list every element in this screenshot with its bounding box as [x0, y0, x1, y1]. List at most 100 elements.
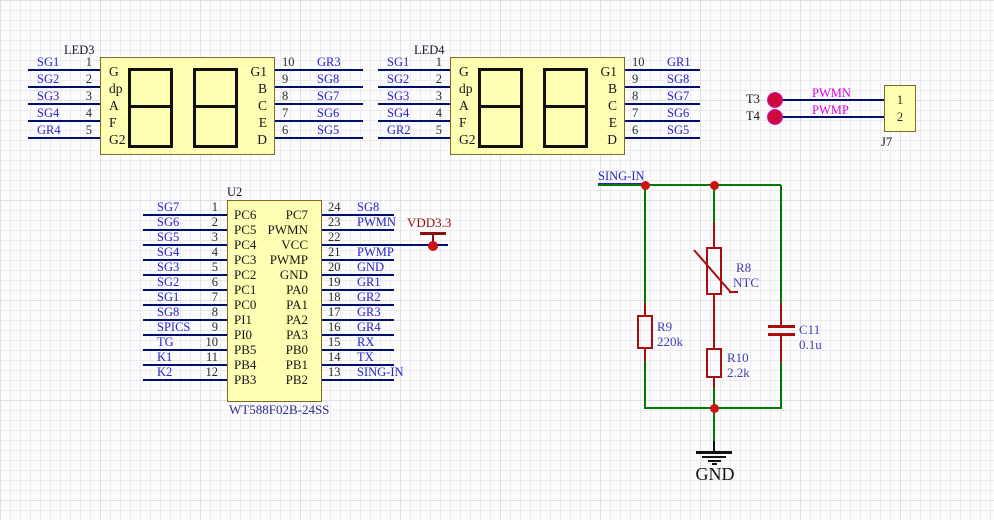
wire-segment[interactable] [713, 295, 715, 348]
component-body-j7[interactable] [884, 85, 916, 132]
wire-segment[interactable] [143, 289, 227, 291]
capacitor-plate[interactable] [768, 333, 795, 336]
wire-segment[interactable] [625, 120, 700, 122]
net-label-gr2[interactable]: GR2 [387, 123, 411, 137]
wire-segment[interactable] [625, 86, 700, 88]
wire-segment[interactable] [28, 86, 100, 88]
wire-segment[interactable] [782, 116, 884, 118]
net-label-gr3[interactable]: GR3 [317, 55, 341, 69]
wire-segment[interactable] [28, 120, 100, 122]
wire-segment[interactable] [782, 99, 884, 101]
thermistor-body-r8[interactable] [706, 247, 722, 295]
component-body-u2[interactable] [227, 200, 322, 402]
wire-segment[interactable] [143, 229, 227, 231]
wire-segment[interactable] [625, 103, 700, 105]
testpoint-t4[interactable] [767, 109, 783, 125]
wire-segment[interactable] [322, 349, 394, 351]
net-label-sg3[interactable]: SG3 [157, 260, 180, 274]
wire-segment[interactable] [378, 69, 450, 71]
wire-segment[interactable] [322, 319, 394, 321]
wire-segment[interactable] [275, 69, 363, 71]
net-label-sg7[interactable]: SG7 [667, 89, 690, 103]
wire-segment[interactable] [378, 103, 450, 105]
net-label-sg6[interactable]: SG6 [667, 106, 690, 120]
net-label-sg5[interactable]: SG5 [157, 230, 180, 244]
net-label-sg1[interactable]: SG1 [387, 55, 410, 69]
wire-segment[interactable] [322, 334, 394, 336]
net-label-sg5[interactable]: SG5 [667, 123, 690, 137]
wire-segment[interactable] [143, 379, 227, 381]
net-label-gr3[interactable]: GR3 [357, 305, 381, 319]
wire-segment[interactable] [780, 336, 782, 362]
net-label-sg6[interactable]: SG6 [317, 106, 340, 120]
wire-segment[interactable] [143, 334, 227, 336]
designator-led3[interactable]: LED3 [64, 43, 95, 57]
net-label-pwmp[interactable]: PWMP [357, 245, 394, 259]
net-label-rx[interactable]: RX [357, 335, 375, 349]
net-label-gnd[interactable]: GND [357, 260, 385, 274]
wire-segment[interactable] [378, 86, 450, 88]
power-bar-vdd3v3[interactable] [420, 232, 446, 235]
wire-segment[interactable] [713, 222, 715, 247]
wire-segment[interactable] [28, 69, 100, 71]
net-label-sg4[interactable]: SG4 [387, 106, 410, 120]
capacitor-plate[interactable] [768, 325, 795, 328]
net-label-sg8[interactable]: SG8 [317, 72, 340, 86]
resistor-body-r9[interactable] [637, 315, 653, 349]
net-label-sg6[interactable]: SG6 [157, 215, 180, 229]
wire-segment[interactable] [713, 185, 715, 222]
wire-segment[interactable] [644, 349, 646, 361]
resistor-body-r10[interactable] [706, 348, 722, 378]
wire-segment[interactable] [644, 185, 646, 303]
net-label-sg3[interactable]: SG3 [37, 89, 60, 103]
wire-segment[interactable] [275, 137, 363, 139]
wire-segment[interactable] [322, 289, 394, 291]
net-label-tg[interactable]: TG [157, 335, 174, 349]
wire-segment[interactable] [275, 103, 363, 105]
wire-segment[interactable] [713, 378, 715, 388]
net-label-sg2[interactable]: SG2 [157, 275, 180, 289]
net-label-sg8[interactable]: SG8 [357, 200, 380, 214]
net-label-gr4[interactable]: GR4 [357, 320, 381, 334]
net-label-sg3[interactable]: SG3 [387, 89, 410, 103]
wire-segment[interactable] [713, 408, 715, 450]
wire-segment[interactable] [322, 364, 394, 366]
ref-r8[interactable]: R8 [736, 260, 752, 275]
power-net-label-vdd3v3[interactable]: VDD3.3 [407, 215, 452, 230]
wire-segment[interactable] [143, 214, 227, 216]
net-label-sg4[interactable]: SG4 [157, 245, 180, 259]
wire-segment[interactable] [322, 304, 394, 306]
wire-segment[interactable] [378, 137, 450, 139]
wire-segment[interactable] [322, 379, 394, 381]
wire-segment[interactable] [322, 214, 394, 216]
wire-segment[interactable] [644, 361, 646, 409]
wire-segment[interactable] [598, 184, 781, 186]
net-label-sing-in[interactable]: SING-IN [357, 365, 404, 379]
net-label-gr2[interactable]: GR2 [357, 290, 381, 304]
wire-segment[interactable] [28, 137, 100, 139]
wire-segment[interactable] [625, 69, 700, 71]
wire-segment[interactable] [713, 441, 715, 452]
net-label-tx[interactable]: TX [357, 350, 374, 364]
net-label-sg2[interactable]: SG2 [387, 72, 410, 86]
wire-segment[interactable] [143, 259, 227, 261]
net-label-sg1[interactable]: SG1 [157, 290, 180, 304]
wire-segment[interactable] [322, 274, 394, 276]
net-label-gr1[interactable]: GR1 [667, 55, 691, 69]
wire-segment[interactable] [432, 234, 434, 246]
wire-segment[interactable] [322, 259, 394, 261]
net-label-sing-in[interactable]: SING-IN [598, 169, 645, 184]
wire-segment[interactable] [644, 303, 646, 317]
wire-segment[interactable] [275, 120, 363, 122]
net-label-sg7[interactable]: SG7 [157, 200, 180, 214]
wire-segment[interactable] [780, 362, 782, 409]
net-label-sg1[interactable]: SG1 [37, 55, 60, 69]
net-label-gr1[interactable]: GR1 [357, 275, 381, 289]
ref-c11[interactable]: C11 [799, 322, 821, 337]
net-label-k2[interactable]: K2 [157, 365, 173, 379]
ref-r10[interactable]: R10 [727, 350, 749, 365]
wire-segment[interactable] [780, 185, 782, 303]
wire-segment[interactable] [322, 229, 394, 231]
wire-segment[interactable] [378, 120, 450, 122]
